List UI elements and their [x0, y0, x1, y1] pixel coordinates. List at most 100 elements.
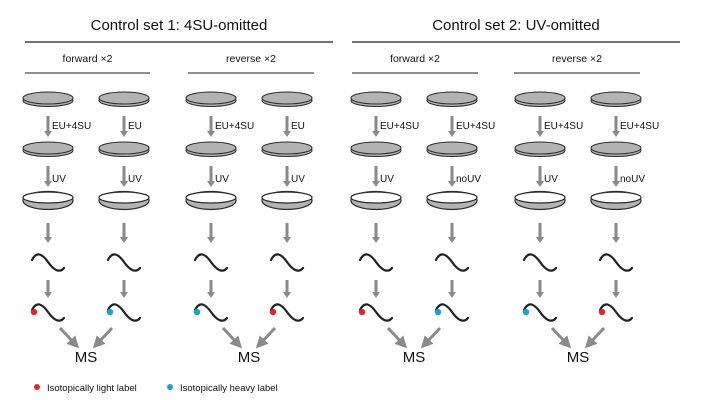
label-arrow-head [448, 292, 456, 298]
step2-arrow-head [120, 181, 128, 187]
ms-arrow-right [584, 326, 606, 349]
label-arrow-head [283, 292, 291, 298]
step1-label: EU+4SU [52, 121, 91, 132]
label-arrow-head [536, 292, 544, 298]
step1-arrow-head [120, 131, 128, 137]
culture-dish [426, 91, 478, 105]
control-set-title: Control set 1: 4SU-omitted [91, 17, 268, 34]
branch-label: forward ×2 [63, 53, 113, 65]
branch-label: reverse ×2 [226, 53, 276, 65]
rna-strand [434, 253, 470, 272]
labeled-rna-strand [434, 303, 470, 322]
ms-arrow-left [221, 326, 243, 349]
label-arrow-head [372, 292, 380, 298]
step1-arrow-head [612, 131, 620, 137]
culture-dish [261, 91, 313, 105]
crosslinked-dish-rim [22, 191, 74, 204]
labeled-dish [350, 141, 402, 155]
culture-dish [590, 91, 642, 105]
labeled-dish [185, 141, 237, 155]
ms-arrow-left [550, 326, 572, 349]
rna-strand [358, 253, 394, 272]
step2-label: UV [291, 174, 305, 185]
legend-label: Isotopically light label [47, 383, 137, 394]
isotope-label-dot [30, 308, 38, 316]
ms-arrow-right [255, 326, 277, 349]
culture-dish [22, 91, 74, 105]
rna-strand [269, 253, 305, 272]
label-arrow-head [612, 292, 620, 298]
crosslinked-dish-rim [514, 191, 566, 204]
step2-label: UV [52, 174, 66, 185]
ms-label: MS [238, 349, 261, 366]
step2-label: noUV [456, 174, 481, 185]
isotope-label-dot [106, 308, 114, 316]
ms-arrow-right [92, 326, 114, 349]
crosslinked-dish-rim [185, 191, 237, 204]
extract-arrow-head [120, 237, 128, 243]
control-set-title: Control set 2: UV-omitted [432, 17, 600, 34]
isotope-label-dot [193, 308, 201, 316]
step2-label: noUV [620, 174, 645, 185]
labeled-dish [98, 141, 150, 155]
extract-arrow-head [207, 237, 215, 243]
legend-dot [34, 384, 40, 390]
step1-label: EU+4SU [620, 121, 659, 132]
isotope-label-dot [358, 308, 366, 316]
labeled-dish [590, 141, 642, 155]
labeled-rna-strand [358, 303, 394, 322]
culture-dish [98, 91, 150, 105]
rna-strand [522, 253, 558, 272]
culture-dish [350, 91, 402, 105]
ms-label: MS [567, 349, 590, 366]
extract-arrow-head [536, 237, 544, 243]
step2-arrow-head [44, 181, 52, 187]
step2-label: UV [380, 174, 394, 185]
ms-label: MS [403, 349, 426, 366]
ms-arrow-left [386, 326, 408, 349]
extract-arrow-head [44, 237, 52, 243]
step1-label: EU [291, 121, 305, 132]
step2-arrow-head [448, 181, 456, 187]
labeled-rna-strand [522, 303, 558, 322]
labeled-rna-strand [598, 303, 634, 322]
rna-strand [30, 253, 66, 272]
step1-arrow-head [448, 131, 456, 137]
ms-arrow-right [420, 326, 442, 349]
legend-label: Isotopically heavy label [180, 383, 278, 394]
label-arrow-head [120, 292, 128, 298]
isotope-label-dot [434, 308, 442, 316]
labeled-rna-strand [269, 303, 305, 322]
step1-label: EU [128, 121, 142, 132]
step2-arrow-head [372, 181, 380, 187]
labeled-rna-strand [193, 303, 229, 322]
step2-label: UV [215, 174, 229, 185]
ms-arrow-left [58, 326, 80, 349]
label-arrow-head [207, 292, 215, 298]
step1-label: EU+4SU [544, 121, 583, 132]
step2-arrow-head [207, 181, 215, 187]
ms-label: MS [75, 349, 98, 366]
extract-arrow-head [448, 237, 456, 243]
labeled-rna-strand [106, 303, 142, 322]
step1-arrow-head [372, 131, 380, 137]
step2-arrow-head [536, 181, 544, 187]
labeled-rna-strand [30, 303, 66, 322]
step1-arrow-head [536, 131, 544, 137]
label-arrow-head [44, 292, 52, 298]
step1-arrow-head [44, 131, 52, 137]
isotope-label-dot [269, 308, 277, 316]
crosslinked-dish-rim [98, 191, 150, 204]
crosslinked-dish-rim [590, 191, 642, 204]
culture-dish [185, 91, 237, 105]
extract-arrow-head [612, 237, 620, 243]
labeled-dish [261, 141, 313, 155]
step1-label: EU+4SU [215, 121, 254, 132]
rna-strand [106, 253, 142, 272]
crosslinked-dish-rim [261, 191, 313, 204]
step2-arrow-head [283, 181, 291, 187]
step1-arrow-head [283, 131, 291, 137]
extract-arrow-head [372, 237, 380, 243]
isotope-label-dot [522, 308, 530, 316]
step2-arrow-head [612, 181, 620, 187]
